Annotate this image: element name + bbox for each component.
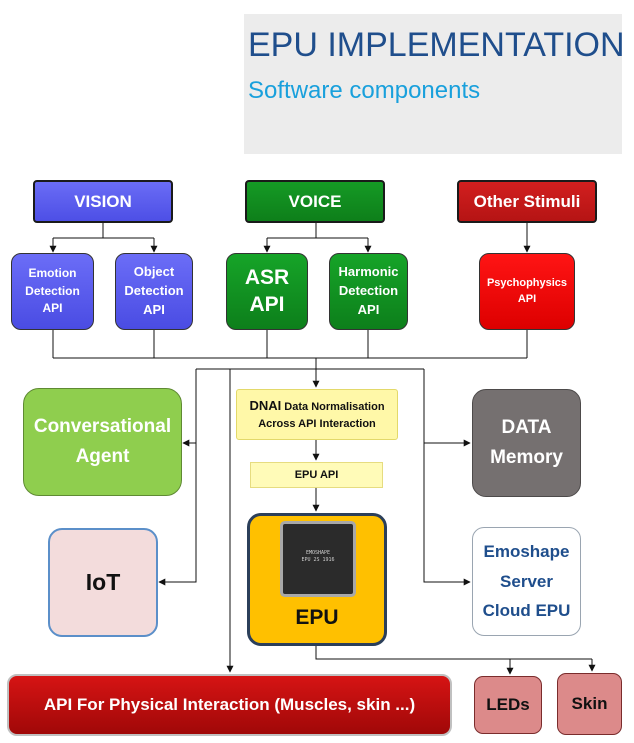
- title-panel: [244, 14, 622, 154]
- leds-box: LEDs: [474, 676, 542, 734]
- dnai-box: DNAI Data Normalisation Across API Inter…: [236, 389, 398, 440]
- emotion-line-1: Emotion: [28, 266, 77, 281]
- cloud-epu-box: Emoshape Server Cloud EPU: [472, 527, 581, 636]
- psychophysics-api-box: Psychophysics API: [479, 253, 575, 330]
- harmonic-line-1: Harmonic: [338, 264, 399, 280]
- conversational-line-1: Conversational: [33, 415, 172, 437]
- cloud-line-2: Server: [500, 571, 553, 591]
- object-line-1: Object: [133, 264, 175, 280]
- cloud-line-1: Emoshape: [483, 541, 570, 561]
- epu-api-box: EPU API: [250, 462, 383, 488]
- chip-marking: EMOSHAPE EPU 2S 1916: [283, 550, 353, 563]
- object-detection-api-box: Object Detection API: [115, 253, 193, 330]
- harmonic-detection-api-box: Harmonic Detection API: [329, 253, 408, 330]
- epu-box: EMOSHAPE EPU 2S 1916 EPU: [247, 513, 387, 646]
- dnai-line-1-text: Data Normalisation: [284, 400, 385, 413]
- conversational-line-2: Agent: [75, 446, 130, 467]
- data-memory-line-1: DATA: [501, 416, 552, 438]
- asr-line-2: API: [249, 292, 285, 316]
- conversational-agent-box: Conversational Agent: [23, 388, 182, 496]
- physical-interaction-api-box: API For Physical Interaction (Muscles, s…: [7, 674, 452, 736]
- other-stimuli-box: Other Stimuli: [457, 180, 597, 223]
- dnai-line-1: DNAI Data Normalisation: [249, 396, 384, 416]
- harmonic-line-3: API: [357, 301, 380, 317]
- emotion-detection-api-box: Emotion Detection API: [11, 253, 94, 330]
- dnai-line-2: Across API Interaction: [258, 418, 376, 431]
- asr-api-box: ASR API: [226, 253, 308, 330]
- chip-marking-line-2: EPU 2S 1916: [301, 556, 335, 563]
- vision-box: VISION: [33, 180, 173, 223]
- page-title: EPU IMPLEMENTATION: [248, 26, 625, 64]
- chip-marking-line-1: EMOSHAPE: [305, 550, 331, 556]
- object-line-3: API: [143, 301, 165, 317]
- chip-icon: EMOSHAPE EPU 2S 1916: [283, 524, 353, 594]
- cloud-line-3: Cloud EPU: [482, 601, 571, 621]
- emotion-line-2: Detection: [25, 283, 80, 298]
- dnai-prefix: DNAI: [249, 397, 282, 413]
- psychophysics-line-2: API: [517, 292, 537, 305]
- asr-line-1: ASR: [244, 266, 290, 290]
- emotion-line-3: API: [42, 301, 63, 316]
- psychophysics-line-1: Psychophysics: [486, 276, 568, 289]
- harmonic-line-2: Detection: [338, 283, 399, 299]
- page-subtitle: Software components: [248, 77, 481, 104]
- iot-box: IoT: [48, 528, 158, 637]
- epu-label: EPU: [295, 606, 339, 629]
- object-line-2: Detection: [124, 283, 184, 299]
- skin-box: Skin: [557, 673, 622, 735]
- data-memory-box: DATA Memory: [472, 389, 581, 497]
- data-memory-line-2: Memory: [490, 447, 563, 468]
- voice-box: VOICE: [245, 180, 385, 223]
